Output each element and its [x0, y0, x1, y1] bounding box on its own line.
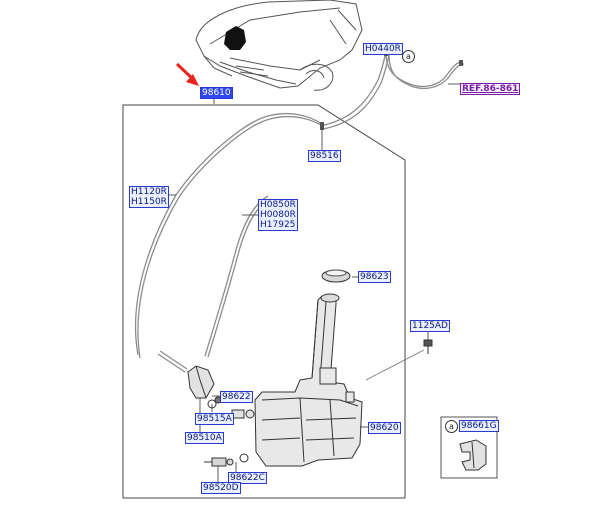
part-label-98622c[interactable]: 98622C [228, 472, 267, 484]
part-label-98610[interactable]: 98610 [200, 87, 233, 99]
filler-cap [320, 269, 351, 303]
part-label-98622[interactable]: 98622 [220, 391, 253, 403]
part-label-h1120r[interactable]: H1120R [131, 187, 167, 197]
part-label-98510a[interactable]: 98510A [185, 432, 224, 444]
part-label-98623[interactable]: 98623 [358, 271, 391, 283]
part-label-1125ad[interactable]: 1125AD [410, 320, 450, 332]
grommet-98622c [239, 453, 249, 463]
tank-to-bolt-line [365, 349, 425, 381]
part-label-group-h1120r: H1120R H1150R [129, 186, 169, 208]
car-thumbnail [195, 0, 363, 91]
part-label-group-h0850r: H0850R H0080R H17925 [258, 199, 298, 231]
circle-ref-a-top: a [402, 50, 415, 63]
bolt-1125ad [423, 339, 433, 354]
connector-98520d [204, 457, 234, 467]
part-label-h17925[interactable]: H17925 [260, 220, 296, 230]
hose-clips [320, 50, 463, 130]
part-label-h0080r[interactable]: H0080R [260, 210, 296, 220]
washer-pump [187, 365, 215, 399]
part-label-98516[interactable]: 98516 [308, 150, 341, 162]
circle-ref-a-legend: a [445, 420, 458, 433]
part-label-h0850r[interactable]: H0850R [260, 200, 296, 210]
part-label-98515a[interactable]: 98515A [195, 413, 234, 425]
part-label-h1150r[interactable]: H1150R [131, 197, 167, 207]
callout-arrow [175, 62, 199, 86]
washer-reservoir-tank [254, 295, 363, 467]
reference-link-86-861[interactable]: REF.86-861 [460, 83, 521, 95]
part-label-98661g[interactable]: 98661G [459, 420, 499, 432]
part-label-h0440r[interactable]: H0440R [363, 43, 403, 55]
level-sensor [231, 409, 255, 419]
part-label-98520d[interactable]: 98520D [201, 482, 241, 494]
part-label-98620[interactable]: 98620 [368, 422, 401, 434]
assembly-outline [122, 104, 406, 499]
reservoir-highlight-on-car [224, 26, 246, 50]
